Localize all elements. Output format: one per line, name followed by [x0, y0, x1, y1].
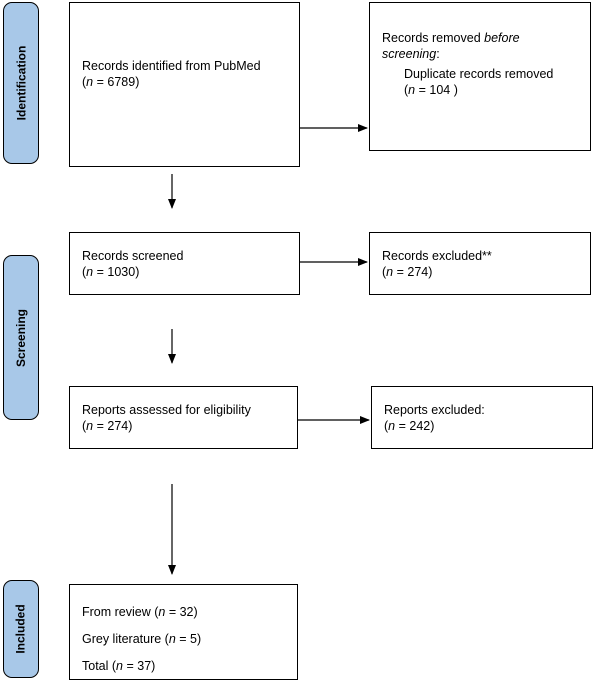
included-total-count: Total (n = 37) — [82, 659, 156, 673]
duplicate-records-count: (n = 104 ) — [404, 83, 458, 97]
records-screened-text: Records screened — [82, 249, 184, 263]
records-removed-heading-2: screening: — [382, 47, 440, 61]
reports-assessed-count: (n = 274) — [82, 419, 133, 433]
stage-screening: Screening — [3, 255, 39, 420]
records-removed-heading: Records removed before — [382, 31, 520, 45]
duplicate-records-text: Duplicate records removed — [404, 67, 554, 81]
records-excluded-box: Records excluded** (n = 274) — [369, 232, 591, 295]
included-review-count: From review (n = 32) — [82, 605, 198, 619]
records-identified-text: Records identified from PubMed — [82, 59, 261, 73]
included-grey-count: Grey literature (n = 5) — [82, 632, 202, 646]
reports-excluded-count: (n = 242) — [384, 419, 435, 433]
reports-assessed-text: Reports assessed for eligibility — [82, 403, 251, 417]
stage-identification: Identification — [3, 2, 39, 164]
records-identified-box: Records identified from PubMed (n = 6789… — [69, 2, 300, 167]
records-identified-count: (n = 6789) — [82, 75, 140, 89]
records-excluded-text: Records excluded** — [382, 249, 492, 263]
reports-excluded-box: Reports excluded: (n = 242) — [371, 386, 593, 449]
records-screened-count: (n = 1030) — [82, 265, 140, 279]
records-excluded-count: (n = 274) — [382, 265, 433, 279]
reports-excluded-text: Reports excluded: — [384, 403, 485, 417]
stage-included: Included — [3, 580, 39, 678]
studies-included-box: From review (n = 32) Grey literature (n … — [69, 584, 298, 680]
records-screened-box: Records screened (n = 1030) — [69, 232, 300, 295]
records-removed-box: Records removed before screening: Duplic… — [369, 2, 591, 151]
reports-assessed-box: Reports assessed for eligibility (n = 27… — [69, 386, 298, 449]
